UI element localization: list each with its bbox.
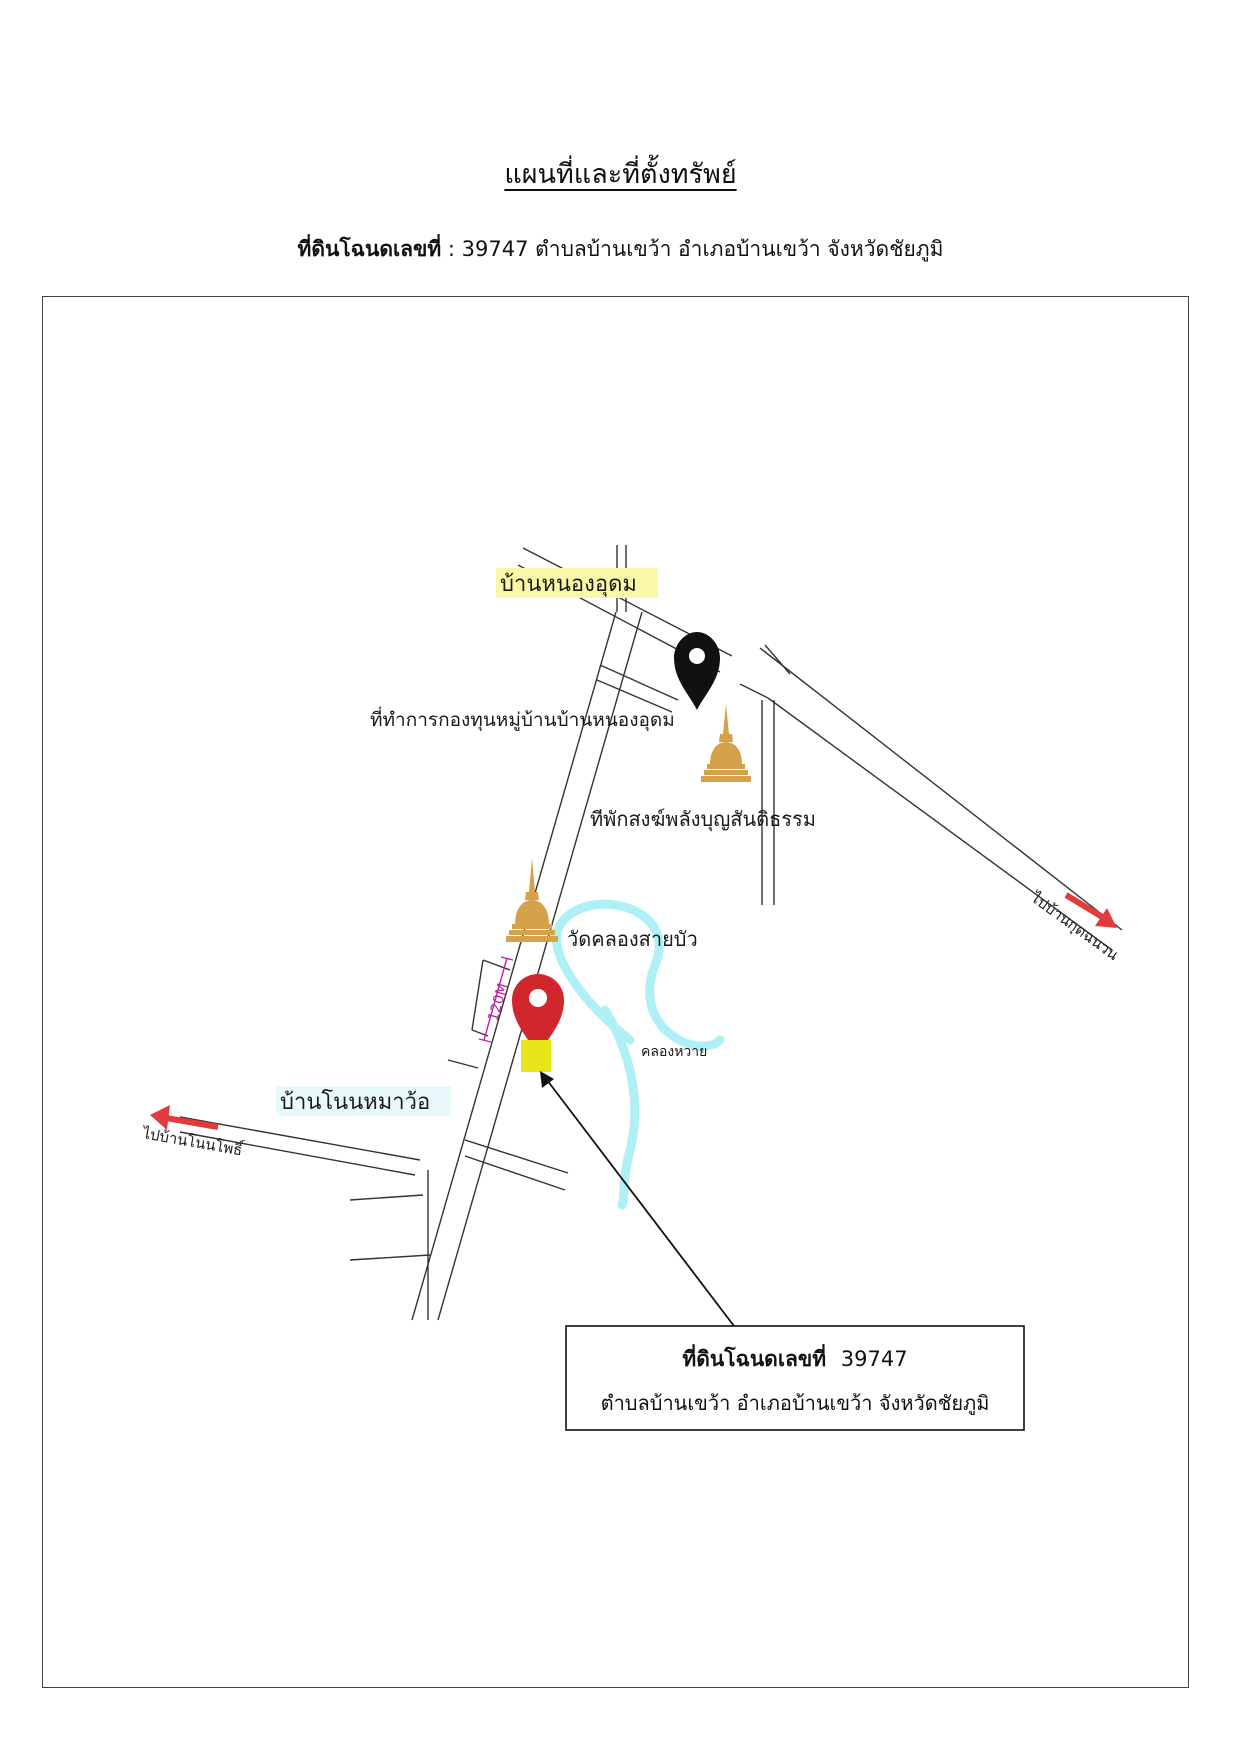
river-branch <box>600 1005 640 1210</box>
direction-west-label: ไปบ้านโนนโพธิ์ <box>140 1122 246 1160</box>
callout-pointer <box>540 1071 735 1327</box>
subtitle-label: ที่ดินโฉนดเลขที่ <box>297 237 442 261</box>
temple-label: วัดคลองสายบัว <box>567 927 698 951</box>
stupa-monastery-icon <box>701 704 751 782</box>
subtitle-separator: : <box>447 237 455 261</box>
river-label: คลองหวาย <box>641 1044 707 1060</box>
subtitle-detail: 39747 ตำบลบ้านเขว้า อำเภอบ้านเขว้า จังหว… <box>461 237 944 261</box>
callout-label: ที่ดินโฉนดเลขที่ <box>682 1343 826 1371</box>
village-west-highlight <box>276 1086 451 1116</box>
village-north-highlight <box>496 568 658 598</box>
river <box>552 899 725 1051</box>
village-west-label: บ้านโนนหมาว้อ <box>280 1089 430 1115</box>
page-title: แผนที่และที่ตั้งทรัพย์ <box>504 159 737 190</box>
fund-office-label: ที่ทำการกองทุนหมู่บ้านบ้านหนองอุดม <box>370 706 675 732</box>
direction-arrow-east-icon <box>1064 892 1117 928</box>
property-parcel <box>521 1040 551 1072</box>
map-frame <box>42 296 1189 1688</box>
direction-arrow-west-icon <box>150 1105 219 1130</box>
distance-marker <box>478 956 514 1043</box>
distance-label: 120M <box>485 981 511 1023</box>
monastery-label: ทีพักสงฆ์พลังบุญสันติธรรม <box>590 807 816 832</box>
callout-deed-number: 39747 <box>841 1347 908 1371</box>
subtitle: ที่ดินโฉนดเลขที่ : 39747 ตำบลบ้านเขว้า อ… <box>0 233 1241 266</box>
stupa-temple-icon <box>506 858 558 942</box>
property-callout: ที่ดินโฉนดเลขที่ 39747 ตำบลบ้านเขว้า อำเ… <box>565 1325 1025 1431</box>
map-pin-black-icon <box>674 632 720 710</box>
callout-address: ตำบลบ้านเขว้า อำเภอบ้านเขว้า จังหวัดชัยภ… <box>601 1391 990 1416</box>
map-pin-red-icon <box>512 974 564 1056</box>
svg-text:ที่ดินโฉนดเลขที่ 39747: ที่ดินโฉนดเลขที่ 39747 <box>682 1343 907 1371</box>
village-north-label: บ้านหนองอุดม <box>500 572 637 597</box>
